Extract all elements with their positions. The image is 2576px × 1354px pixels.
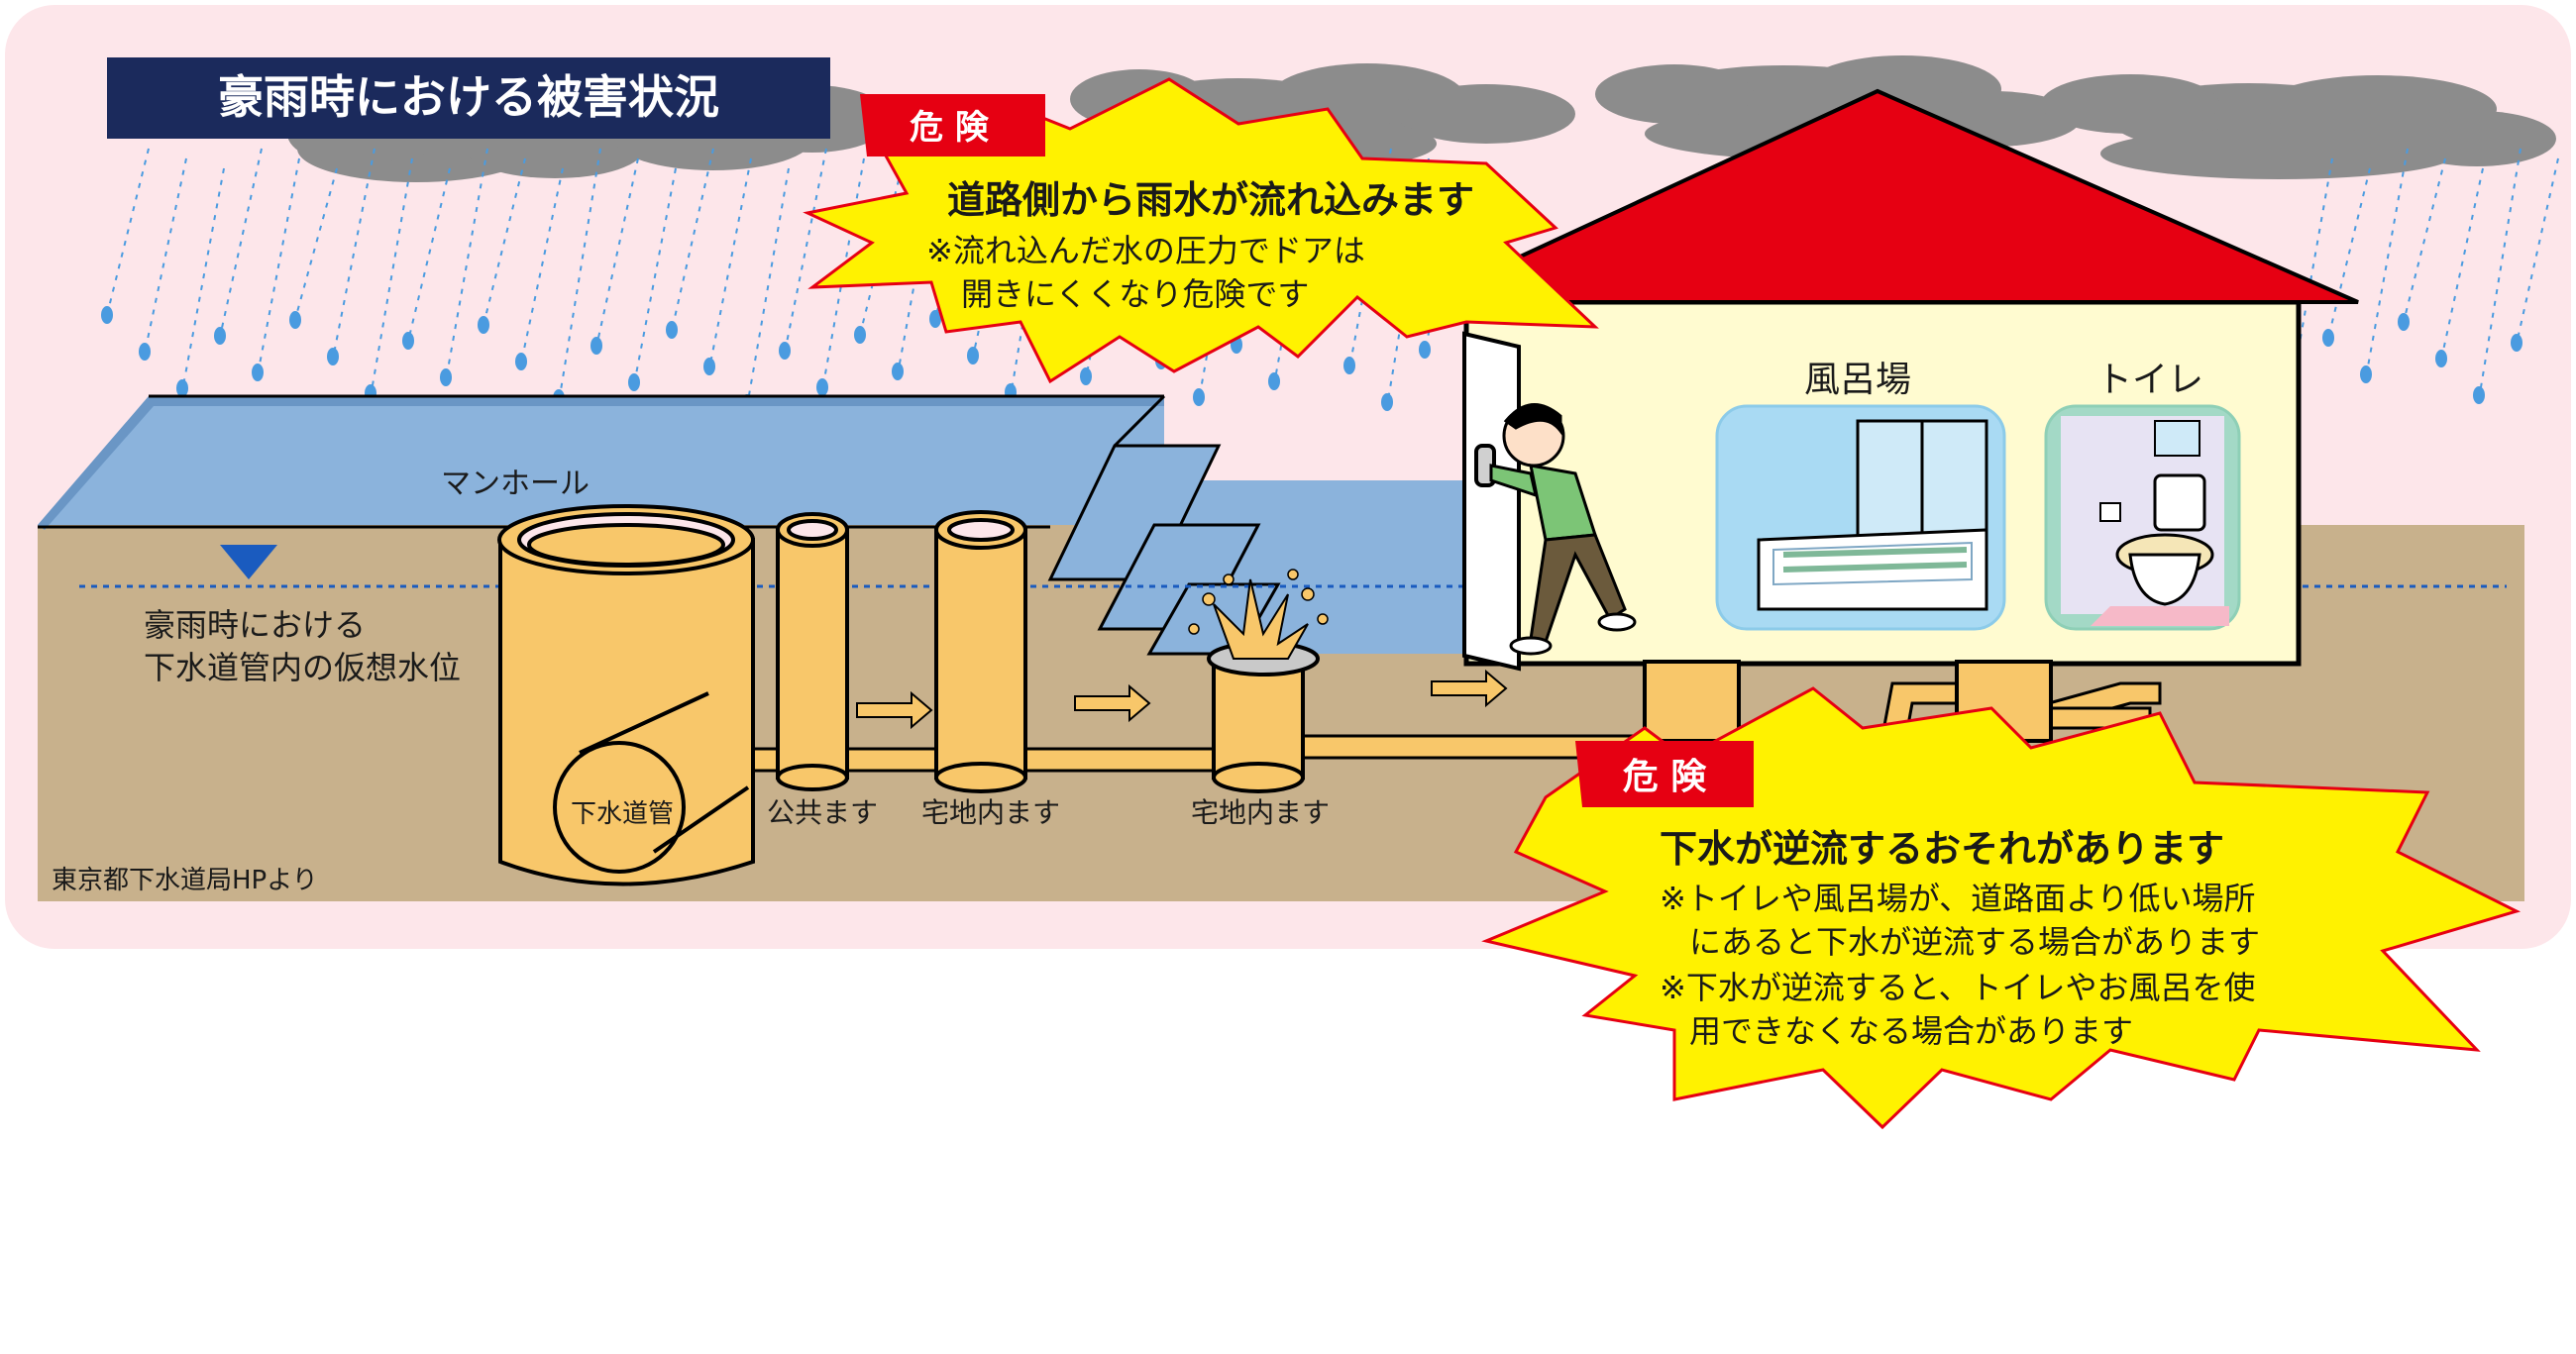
toilet-room <box>2046 406 2239 629</box>
public-basin <box>778 514 847 789</box>
rain-drop <box>2511 334 2522 352</box>
rain-drop <box>628 373 640 391</box>
public-basin-label: 公共ます <box>767 796 878 829</box>
rain-drop <box>1343 357 1355 374</box>
rain-drop <box>2322 329 2334 347</box>
rain-drop <box>2473 386 2485 404</box>
door <box>1464 334 1519 669</box>
danger-top-note-line1: ※流れ込んだ水の圧力でドアは <box>926 232 1365 269</box>
rain-drop <box>666 321 678 339</box>
danger-badge-top-text: 危 険 <box>910 108 990 148</box>
rain-drop <box>703 358 715 375</box>
rain-drop <box>478 316 489 334</box>
rain-drop <box>214 327 226 345</box>
rain-drop <box>967 347 979 365</box>
bathroom <box>1717 406 2004 629</box>
rain-drop <box>892 363 904 380</box>
rain-drop <box>2435 350 2447 367</box>
private-basin-1-label: 宅地内ます <box>921 796 1060 829</box>
rain-drop <box>2398 313 2410 331</box>
danger-top-headline: 道路側から雨水が流れ込みます <box>947 178 1474 222</box>
rain-drop <box>1080 367 1092 385</box>
rain-drop <box>779 342 791 360</box>
rain-drop <box>590 337 602 355</box>
rain-drop <box>1381 393 1393 411</box>
sewer-pipe-label: 下水道管 <box>571 799 674 829</box>
rain-drop <box>2360 365 2372 383</box>
rain-drop <box>1419 341 1431 359</box>
manhole-label: マンホール <box>441 467 590 501</box>
rain-drop <box>440 368 452 386</box>
bathroom-label: 風呂場 <box>1804 360 1911 400</box>
water-level-label-line2: 下水道管内の仮想水位 <box>144 649 461 686</box>
rain-drop <box>1193 388 1205 406</box>
danger-bottom-note1-line2: にあると下水が逆流する場合があります <box>1689 923 2260 961</box>
page-title: 豪雨時における被害状況 <box>218 70 719 124</box>
water-level-label-line1: 豪雨時における <box>144 606 366 644</box>
private-basin-2 <box>1209 643 1318 791</box>
toilet-label: トイレ <box>2096 360 2203 400</box>
rain-drop <box>289 311 301 329</box>
rain-drop <box>1268 372 1280 390</box>
source-credit: 東京都下水道局HPより <box>52 866 318 895</box>
foundation <box>1645 662 1739 741</box>
rain-drop <box>854 326 866 344</box>
rain-drop <box>515 353 527 370</box>
danger-bottom-note1-line1: ※トイレや風呂場が、道路面より低い場所 <box>1660 880 2256 917</box>
private-basin-1 <box>936 512 1025 791</box>
danger-bottom-headline: 下水が逆流するおそれがあります <box>1660 827 2224 871</box>
rain-drop <box>327 348 339 365</box>
rain-drop <box>176 379 188 397</box>
danger-bottom-note2-line2: 用できなくなる場合があります <box>1689 1012 2133 1050</box>
rain-drop <box>816 378 828 396</box>
danger-badge-bottom-text: 危 険 <box>1623 757 1708 797</box>
rain-drop <box>101 306 113 324</box>
danger-top-note-line2: 開きにくくなり危険です <box>961 275 1309 313</box>
rain-drop <box>402 332 414 350</box>
private-basin-2-label: 宅地内ます <box>1191 796 1330 829</box>
rain-drop <box>252 364 264 381</box>
danger-bottom-note2-line1: ※下水が逆流すると、トイレやお風呂を使 <box>1660 969 2256 1006</box>
rain-drop <box>139 343 151 361</box>
